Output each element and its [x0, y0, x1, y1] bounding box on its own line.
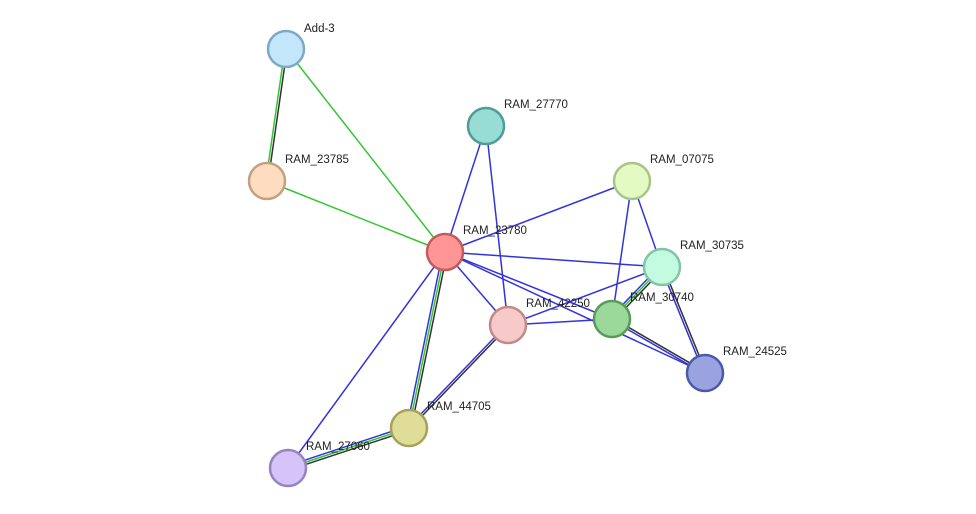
- edge-evidence-line: [444, 251, 706, 374]
- edge-evidence-line: [288, 429, 410, 471]
- edge-evidence-line: [266, 180, 446, 253]
- node-label: RAM_44705: [427, 401, 491, 413]
- edge-evidence-line: [507, 266, 663, 326]
- edge-ram23780-ram30735: [444, 251, 663, 268]
- edge-evidence-line: [409, 325, 510, 430]
- node-label: RAM_07075: [650, 154, 714, 166]
- node-circle[interactable]: [642, 247, 682, 287]
- edge-evidence-line: [444, 251, 663, 268]
- edge-evidence-line: [408, 251, 446, 429]
- node-circle[interactable]: [425, 232, 465, 272]
- edge-evidence-line: [410, 252, 448, 429]
- edge-ram07075-ram23780: [444, 180, 633, 253]
- node-ram42250[interactable]: RAM_42250: [488, 298, 590, 345]
- node-ram27060[interactable]: RAM_27060: [268, 441, 370, 488]
- edge-ram27770-ram23780: [444, 125, 487, 253]
- node-circle[interactable]: [268, 448, 308, 488]
- node-ram23780[interactable]: RAM_23780: [425, 225, 527, 272]
- node-circle[interactable]: [612, 161, 652, 201]
- edge-ram07075-ram30740: [611, 180, 633, 320]
- node-label: RAM_24525: [723, 346, 787, 358]
- node-circle[interactable]: [488, 305, 528, 345]
- node-ram30740[interactable]: RAM_30740: [592, 292, 694, 339]
- edge-evidence-line: [444, 251, 613, 320]
- edge-add3-ram23780: [285, 48, 446, 253]
- node-circle[interactable]: [247, 161, 287, 201]
- edge-ram23780-ram27060: [287, 251, 446, 469]
- edge-evidence-line: [611, 180, 633, 320]
- node-ram30735[interactable]: RAM_30735: [642, 240, 744, 287]
- node-label: Add-3: [304, 23, 335, 35]
- edge-evidence-line: [287, 427, 410, 469]
- edge-evidence-line: [287, 251, 446, 469]
- edge-evidence-line: [485, 125, 509, 326]
- node-label: RAM_23785: [285, 154, 349, 166]
- node-label: RAM_30735: [680, 240, 744, 252]
- edge-evidence-line: [444, 180, 633, 253]
- node-circle[interactable]: [266, 29, 306, 69]
- edge-ram23780-ram44705: [406, 251, 448, 429]
- node-label: RAM_23780: [463, 225, 527, 237]
- edge-evidence-line: [287, 425, 409, 467]
- edge-ram42250-ram30735: [507, 266, 663, 326]
- edge-evidence-line: [406, 251, 444, 428]
- edge-ram42250-ram44705: [407, 323, 510, 430]
- edge-evidence-line: [285, 48, 446, 253]
- edge-ram27770-ram42250: [485, 125, 509, 326]
- node-label: RAM_27060: [306, 441, 370, 453]
- node-ram24525[interactable]: RAM_24525: [685, 346, 787, 393]
- edge-evidence-line: [267, 49, 288, 182]
- node-circle[interactable]: [685, 353, 725, 393]
- node-label: RAM_30740: [630, 292, 694, 304]
- node-ram07075[interactable]: RAM_07075: [612, 154, 714, 201]
- node-circle[interactable]: [389, 408, 429, 448]
- node-ram23785[interactable]: RAM_23785: [247, 154, 349, 201]
- edge-ram23780-ram24525: [444, 251, 706, 374]
- node-label: RAM_42250: [526, 298, 590, 310]
- node-add3[interactable]: Add-3: [266, 23, 335, 69]
- edge-evidence-line: [265, 48, 286, 181]
- edge-evidence-line: [407, 323, 508, 428]
- node-ram44705[interactable]: RAM_44705: [389, 401, 491, 448]
- edge-evidence-line: [444, 125, 487, 253]
- edge-ram23780-ram30740: [444, 251, 613, 320]
- node-ram27770[interactable]: RAM_27770: [466, 99, 568, 146]
- edge-ram23785-ram23780: [266, 180, 446, 253]
- node-circle[interactable]: [466, 106, 506, 146]
- node-label: RAM_27770: [504, 99, 568, 111]
- node-circle[interactable]: [592, 299, 632, 339]
- edge-ram44705-ram27060: [287, 425, 410, 471]
- edge-add3-ram23785: [265, 48, 288, 182]
